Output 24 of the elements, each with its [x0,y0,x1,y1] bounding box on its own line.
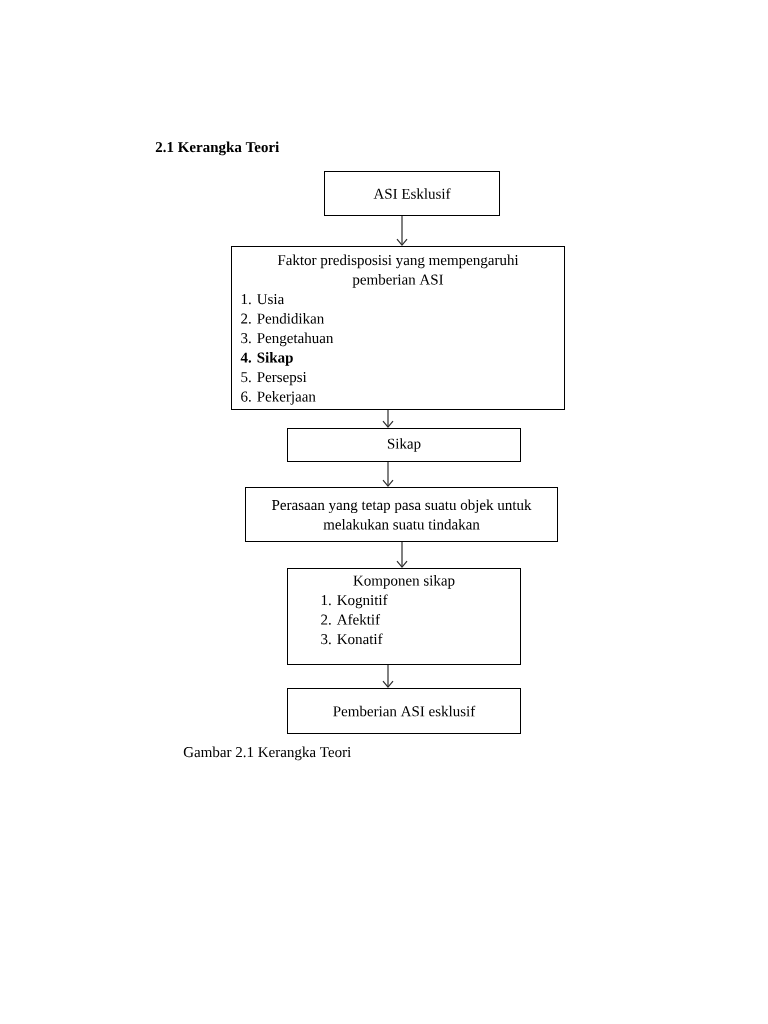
list-item: 6. Pekerjaan [241,391,316,405]
box-heading: Komponen sikap [353,575,455,589]
flow-box: ASI Esklusif [324,171,500,216]
box-heading: Faktor predisposisi yang mempengaruhi pemberian ASI [277,254,519,288]
arrow [396,541,408,568]
section-heading: 2.1 Kerangka Teori [155,141,280,156]
list-item: 1. Kognitif [321,594,388,609]
arrow [382,409,394,428]
list-item: 5. Persepsi [241,372,307,386]
list-item: 3. Konatif [321,633,383,645]
flow-box: Sikap [287,428,521,462]
list-item: 2. Afektif [321,613,381,625]
list-item: 2. Pendidikan [241,313,325,324]
arrow [382,461,394,487]
arrow [396,215,408,246]
flow-box [231,246,565,410]
figure-caption: Gambar 2.1 Kerangka Teori [183,746,351,761]
list-item: 1. Usia [241,294,285,305]
list-item: 3. Pengetahuan [241,332,334,347]
flow-box [287,568,521,665]
flow-box: Pemberian ASI esklusif [287,688,521,734]
arrow [382,664,394,688]
flow-box: Perasaan yang tetap pasa suatu objek untuk melakukan suatu tindakan [245,487,558,542]
list-item: 4. Sikap [240,352,293,366]
